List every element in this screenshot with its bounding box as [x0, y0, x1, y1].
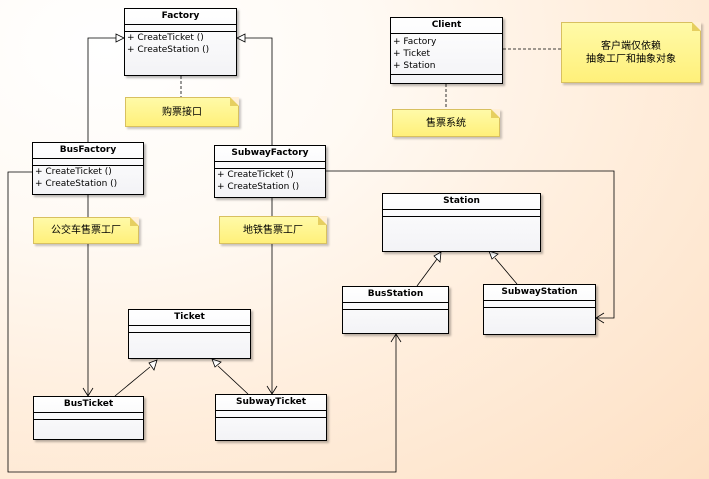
class-operations: + CreateTicket () + CreateStation () [125, 32, 236, 56]
class-attributes [216, 411, 326, 418]
note-text: 公交车售票工厂 [51, 225, 121, 236]
note-client-dependency[interactable]: 客户端仅依赖 抽象工厂和抽象对象 [561, 22, 701, 83]
class-attributes [383, 210, 540, 217]
association-busfactory-busstation [7, 171, 397, 473]
class-station[interactable]: Station [382, 193, 541, 252]
class-operations [383, 217, 540, 223]
class-operations [484, 308, 595, 314]
class-operation: + CreateTicket () [127, 33, 204, 43]
generalization-subwayfactory-factory [245, 37, 273, 145]
class-attributes [125, 25, 236, 32]
class-name: SubwayTicket [216, 395, 326, 411]
class-name: SubwayStation [484, 285, 595, 301]
class-ticket[interactable]: Ticket [128, 309, 251, 359]
note-text: 客户端仅依赖 [601, 40, 661, 52]
class-operations: + CreateTicket () + CreateStation () [33, 166, 143, 190]
class-operation: + CreateTicket () [35, 167, 112, 177]
class-name: BusTicket [34, 397, 143, 413]
class-attributes [215, 162, 325, 169]
generalization-arrowhead [211, 358, 222, 368]
class-name: Factory [125, 9, 236, 25]
class-attribute: + Factory [393, 37, 437, 47]
class-attribute: + Station [393, 61, 436, 71]
note-text: 购票接口 [162, 106, 202, 118]
class-attributes: + Factory + Ticket + Station [391, 34, 502, 75]
class-name: BusFactory [33, 143, 143, 159]
class-name: Station [383, 194, 540, 210]
class-operation: + CreateStation () [35, 179, 118, 189]
class-name: BusStation [343, 287, 448, 303]
open-arrowhead [595, 312, 605, 324]
class-factory[interactable]: Factory + CreateTicket () + CreateStatio… [124, 8, 237, 76]
class-subway-station[interactable]: SubwayStation [483, 284, 596, 335]
class-attributes [484, 301, 595, 308]
note-text: 地铁售票工厂 [243, 224, 303, 236]
class-operations [343, 310, 448, 316]
generalization-arrowhead [148, 359, 158, 371]
class-name: Client [391, 18, 502, 34]
note-ticket-system[interactable]: 售票系统 [392, 109, 500, 137]
note-text: 抽象工厂和抽象对象 [586, 53, 676, 65]
generalization-arrowhead [236, 33, 246, 43]
note-text: 售票系统 [426, 117, 466, 129]
note-subway-factory[interactable]: 地铁售票工厂 [219, 216, 327, 244]
class-name: SubwayFactory [215, 146, 325, 162]
generalization-subwaystation-station [494, 257, 518, 285]
generalization-busstation-station [416, 258, 438, 287]
class-attributes [34, 413, 143, 420]
class-operation: + CreateTicket () [217, 170, 294, 180]
class-attributes [129, 326, 250, 333]
generalization-arrowhead [433, 251, 442, 263]
generalization-arrowhead [115, 33, 125, 43]
note-ticket-interface[interactable]: 购票接口 [125, 97, 239, 127]
generalization-arrowhead [488, 250, 499, 260]
class-subway-ticket[interactable]: SubwayTicket [215, 394, 327, 441]
class-client[interactable]: Client + Factory + Ticket + Station [390, 17, 503, 84]
generalization-busfactory-factory [87, 37, 116, 142]
class-subway-factory[interactable]: SubwayFactory + CreateTicket () + Create… [214, 145, 326, 198]
class-operations [34, 420, 143, 426]
class-attributes [343, 303, 448, 310]
class-operation: + CreateStation () [127, 45, 210, 55]
class-attribute: + Ticket [393, 49, 431, 59]
open-arrowhead [390, 333, 402, 343]
class-operations: + CreateTicket () + CreateStation () [215, 169, 325, 193]
class-operations [391, 75, 502, 81]
class-operation: + CreateStation () [217, 182, 300, 192]
class-operations [216, 418, 326, 424]
class-operations [129, 333, 250, 339]
note-bus-factory[interactable]: 公交车售票工厂 [33, 217, 139, 244]
class-bus-factory[interactable]: BusFactory + CreateTicket () + CreateSta… [32, 142, 144, 195]
class-attributes [33, 159, 143, 166]
class-bus-ticket[interactable]: BusTicket [33, 396, 144, 440]
generalization-busticket-ticket [114, 366, 151, 397]
association-subwayfactory-subwaystation [326, 170, 615, 319]
class-name: Ticket [129, 310, 250, 326]
generalization-subwayticket-ticket [217, 365, 249, 395]
class-bus-station[interactable]: BusStation [342, 286, 449, 334]
